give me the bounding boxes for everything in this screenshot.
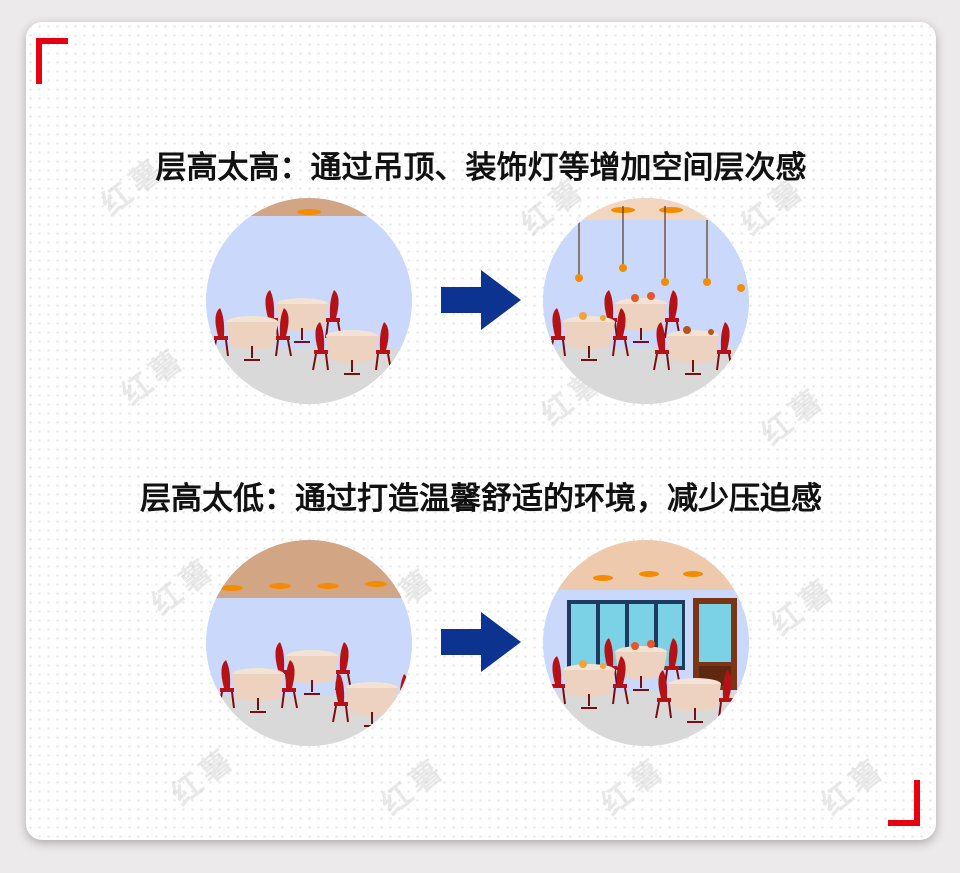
watermark: 红薯 bbox=[765, 570, 844, 643]
scene-high-before bbox=[206, 198, 412, 404]
watermark: 红薯 bbox=[165, 740, 244, 813]
arrow-right-icon bbox=[441, 612, 521, 672]
scene-low-after bbox=[543, 540, 749, 746]
watermark: 红薯 bbox=[755, 380, 834, 453]
corner-bracket-bottom-right bbox=[888, 780, 920, 826]
heading-high-ceiling: 层高太高：通过吊顶、装饰灯等增加空间层次感 bbox=[155, 150, 807, 186]
infographic-card: 红薯 红薯 红薯 红薯 红薯 红薯 红薯 红薯 红薯 红薯 红薯 红薯 红薯 层… bbox=[26, 22, 936, 840]
watermark: 红薯 bbox=[815, 750, 894, 823]
watermark: 红薯 bbox=[375, 750, 454, 823]
scene-high-after bbox=[543, 198, 749, 404]
watermark: 红薯 bbox=[115, 340, 194, 413]
heading-low-ceiling: 层高太低：通过打造温馨舒适的环境，减少压迫感 bbox=[140, 481, 822, 517]
watermark: 红薯 bbox=[595, 750, 674, 823]
arrow-right-icon bbox=[441, 270, 521, 330]
scene-low-before bbox=[206, 540, 412, 746]
corner-bracket-top-left bbox=[36, 38, 68, 84]
